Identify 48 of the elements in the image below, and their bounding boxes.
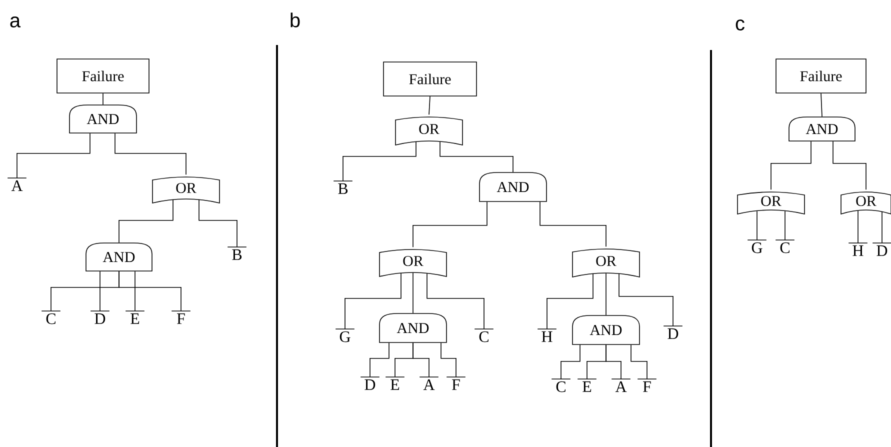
basic-event: D [872, 242, 891, 256]
or-gate: OR [152, 176, 220, 204]
basic-event: A [7, 178, 27, 191]
basic-event: D [360, 376, 380, 390]
or-gate: OR [572, 248, 640, 278]
basic-event: C [41, 310, 61, 324]
basic-event: A [611, 378, 631, 392]
basic-event: E [125, 310, 145, 324]
or-gate: OR [737, 192, 805, 214]
failure-box: Failure [776, 58, 866, 94]
basic-event: G [747, 240, 767, 254]
or-gate: OR [379, 249, 447, 277]
connector-line [412, 272, 414, 314]
basic-event: H [537, 328, 557, 342]
or-gate: OR [395, 116, 463, 146]
or-gate: OR [840, 192, 891, 214]
connector-line [118, 271, 182, 312]
basic-event: C [474, 328, 494, 342]
basic-event: A [419, 376, 439, 390]
basic-event: E [577, 378, 597, 392]
basic-event: F [446, 376, 466, 390]
connector-line [606, 344, 622, 380]
basic-event: C [551, 378, 571, 392]
basic-event: B [227, 246, 247, 260]
and-gate: AND [572, 315, 640, 345]
connector-line [820, 93, 822, 117]
basic-event: C [775, 240, 795, 254]
and-gate: AND [69, 104, 137, 134]
failure-box: Failure [383, 62, 477, 96]
and-gate: AND [788, 116, 856, 142]
basic-event: E [385, 376, 405, 390]
basic-event: F [637, 378, 657, 392]
and-gate: AND [379, 313, 447, 343]
panel-label: a [10, 16, 21, 28]
failure-box: Failure [56, 58, 150, 94]
panel-label: c [736, 20, 744, 30]
panel-label: b [290, 12, 300, 28]
connector-line [412, 342, 430, 378]
basic-event: B [333, 180, 353, 194]
basic-event: H [848, 242, 868, 256]
basic-event: D [663, 326, 683, 339]
basic-event: F [171, 310, 191, 324]
connector-line [102, 93, 104, 105]
basic-event: D [90, 310, 110, 324]
and-gate: AND [86, 242, 152, 272]
basic-event: G [335, 328, 355, 342]
and-gate: AND [479, 172, 547, 202]
connector-line [428, 96, 430, 115]
